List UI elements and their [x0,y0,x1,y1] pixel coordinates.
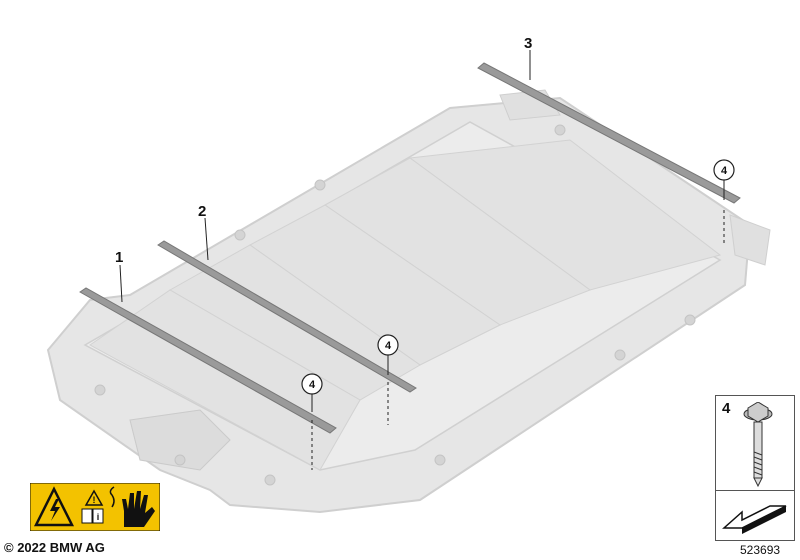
high-voltage-warning-icon [33,486,75,527]
rail-2 [157,240,417,393]
callout-4-middle: 4 [377,334,399,356]
svg-text:4: 4 [721,165,728,177]
callout-4-rear: 4 [713,159,735,181]
svg-text:i: i [97,512,100,522]
copyright-text: © 2022 BMW AG [4,540,105,555]
legend-part-number: 4 [722,400,731,417]
callout-2: 2 [198,203,206,220]
leader-lines [119,50,725,470]
rail-3 [477,62,741,204]
svg-text:4: 4 [309,379,316,391]
callout-4-front: 4 [301,373,323,395]
screw-icon [743,402,773,488]
warning-pictograms: ! i [30,483,160,531]
manual-info-icon: ! i [81,489,104,524]
battery-tray [46,89,771,514]
svg-text:4: 4 [385,340,392,352]
rail-1 [79,287,337,434]
mounting-holes [94,124,696,486]
rear-connector [729,214,771,266]
legend-divider [716,490,794,491]
diagram-id: 523693 [740,543,781,557]
rails [79,62,741,434]
callout-1: 1 [115,249,123,266]
svg-text:!: ! [93,495,96,505]
protective-glove-icon [109,486,155,527]
front-bracket [129,409,231,471]
callout-3: 3 [524,35,532,52]
arrow-icon [722,505,787,534]
legend-box: 4 [715,395,795,541]
